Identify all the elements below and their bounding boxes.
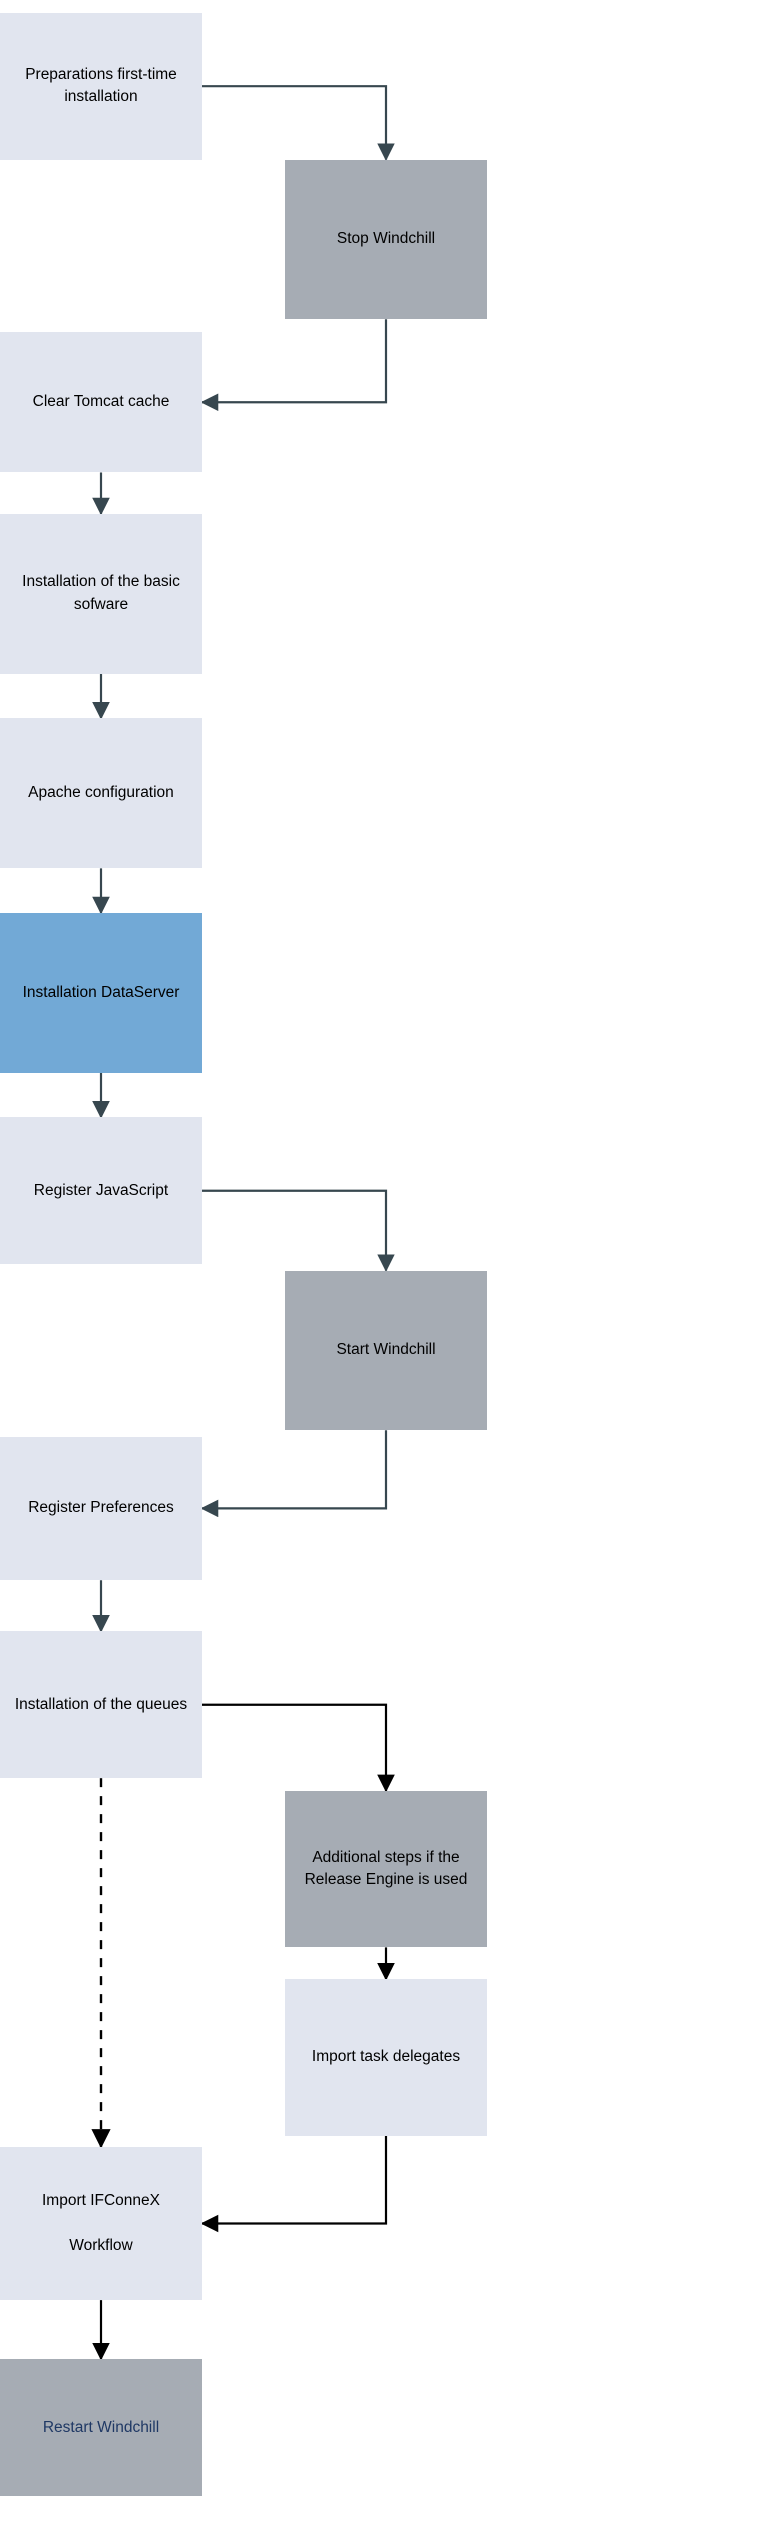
node-basicsw[interactable]: Installation of the basic sofware [0, 513, 202, 674]
node-start[interactable]: Start Windchill [285, 1270, 487, 1431]
node-prefs[interactable]: Register Preferences [0, 1436, 202, 1581]
node-label-restart: Restart Windchill [42, 2418, 160, 2436]
edge-e-registerjs-start [202, 1189, 395, 1272]
node-label-start: Start Windchill [336, 1341, 436, 1359]
node-restart[interactable]: Restart Windchill [0, 2359, 202, 2497]
edge-e-prep-stop [202, 85, 395, 161]
node-label-stop: Stop Windchill [336, 230, 436, 248]
node-label-clearcache: Clear Tomcat cache [32, 392, 170, 410]
node-apache[interactable]: Apache configuration [0, 718, 202, 869]
node-queues[interactable]: Installation of the queues [0, 1631, 202, 1779]
node-addsteps[interactable]: Additional steps if the Release Engine i… [285, 1790, 487, 1948]
edge-e-taskdel-ifconnex [200, 2135, 388, 2233]
node-label-prep: Preparations first-time installation [25, 65, 177, 106]
node-label-basicsw: Installation of the basic sofware [22, 573, 180, 613]
node-ifconnex[interactable]: Import IFConneX Workflow [0, 2146, 202, 2301]
node-clearcache[interactable]: Clear Tomcat cache [0, 332, 202, 473]
node-label-ifconnex: Import IFConneX Workflow [41, 2191, 161, 2254]
node-label-registerjs: Register JavaScript [33, 1181, 169, 1199]
node-label-queues: Installation of the queues [14, 1695, 188, 1713]
edge-e-stop-clearcache [200, 319, 388, 412]
edge-e-queues-addsteps [202, 1703, 395, 1793]
node-label-dataserver: Installation DataServer [22, 983, 180, 1001]
node-stop[interactable]: Stop Windchill [285, 159, 487, 320]
node-label-taskdel: Import task delegates [311, 2048, 461, 2066]
node-label-addsteps: Additional steps if the Release Engine i… [304, 1848, 468, 1889]
node-label-apache: Apache configuration [28, 784, 174, 802]
node-dataserver[interactable]: Installation DataServer [0, 913, 202, 1073]
node-prep[interactable]: Preparations first-time installation [0, 12, 202, 160]
node-registerjs[interactable]: Register JavaScript [0, 1117, 202, 1265]
node-label-prefs: Register Preferences [28, 1499, 174, 1517]
edge-e-start-prefs [200, 1430, 388, 1518]
node-taskdel[interactable]: Import task delegates [285, 1979, 487, 2136]
